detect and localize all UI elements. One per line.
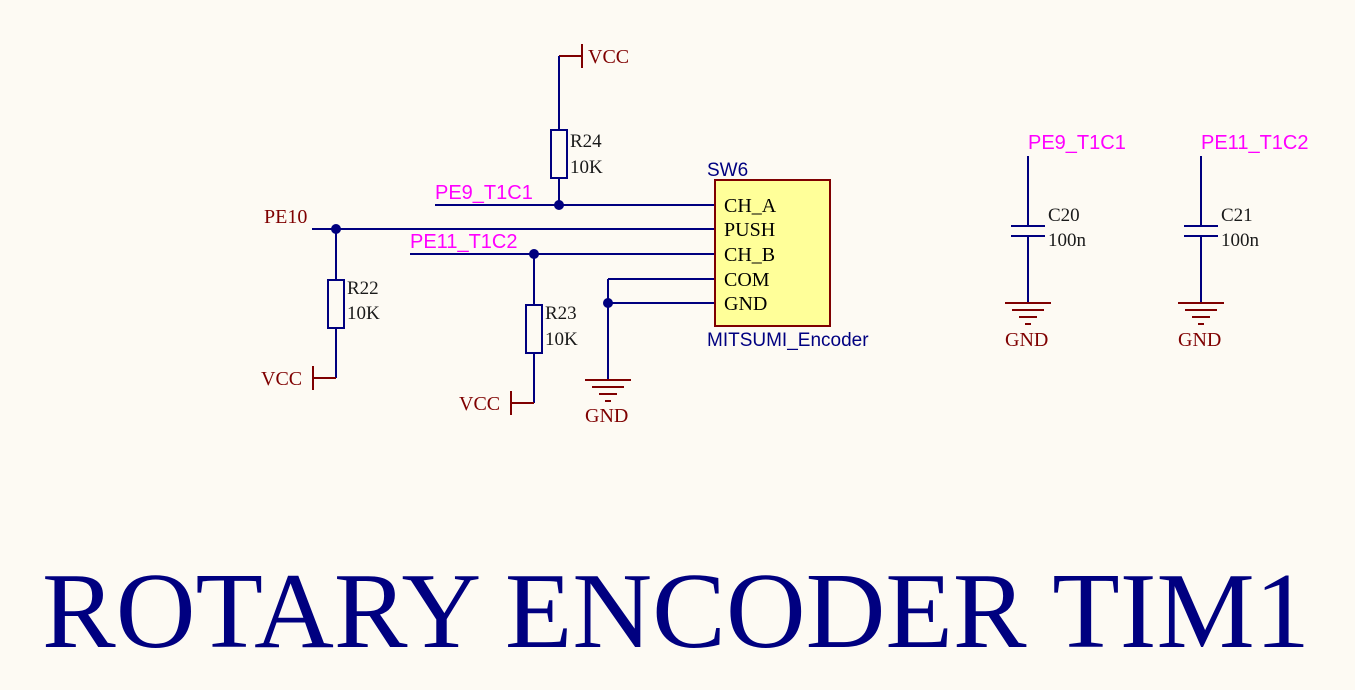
encoder-pin-ch-b: CH_B — [724, 244, 775, 266]
junction-gnd — [603, 298, 613, 308]
encoder-pin-com: COM — [724, 269, 770, 291]
r24-designator: R24 — [570, 131, 602, 152]
encoder-body — [714, 179, 831, 327]
gnd-label-c20: GND — [1005, 329, 1048, 351]
sheet-title: ROTARY ENCODER TIM1 — [42, 552, 1310, 671]
c20-value: 100n — [1048, 230, 1087, 251]
resistor-r22 — [327, 279, 345, 329]
encoder-designator: SW6 — [707, 160, 748, 181]
encoder-pin-gnd: GND — [724, 293, 767, 315]
vcc-port-r22: VCC — [261, 366, 336, 390]
net-label-c21: PE11_T1C2 — [1201, 132, 1308, 154]
junction-r24 — [554, 200, 564, 210]
vcc-port-r24: VCC — [559, 44, 629, 68]
encoder-part-name: MITSUMI_Encoder — [707, 330, 869, 351]
net-label-pe11-left: PE11_T1C2 — [410, 231, 517, 253]
gnd-symbol-c20: GND — [1005, 302, 1051, 351]
vcc-label-r24: VCC — [588, 46, 629, 68]
gnd-label-encoder: GND — [585, 405, 628, 427]
encoder-pin-ch-a: CH_A — [724, 195, 777, 217]
r23-designator: R23 — [545, 303, 577, 324]
vcc-label-r22: VCC — [261, 368, 302, 390]
c20-designator: C20 — [1048, 205, 1080, 226]
vcc-label-r23: VCC — [459, 393, 500, 415]
vcc-port-r23: VCC — [459, 391, 534, 415]
net-label-pe9-left: PE9_T1C1 — [435, 182, 533, 204]
resistor-r24 — [550, 129, 568, 179]
r22-designator: R22 — [347, 278, 379, 299]
gnd-symbol-c21: GND — [1178, 302, 1224, 351]
resistor-r23 — [525, 304, 543, 354]
r23-value: 10K — [545, 329, 578, 350]
c21-designator: C21 — [1221, 205, 1253, 226]
gnd-symbol-encoder: GND — [585, 379, 631, 427]
net-label-pe10: PE10 — [264, 206, 307, 228]
c21-value: 100n — [1221, 230, 1260, 251]
encoder-pin-push: PUSH — [724, 219, 775, 241]
gnd-label-c21: GND — [1178, 329, 1221, 351]
r22-value: 10K — [347, 303, 380, 324]
r24-value: 10K — [570, 157, 603, 178]
net-label-c20: PE9_T1C1 — [1028, 132, 1126, 154]
